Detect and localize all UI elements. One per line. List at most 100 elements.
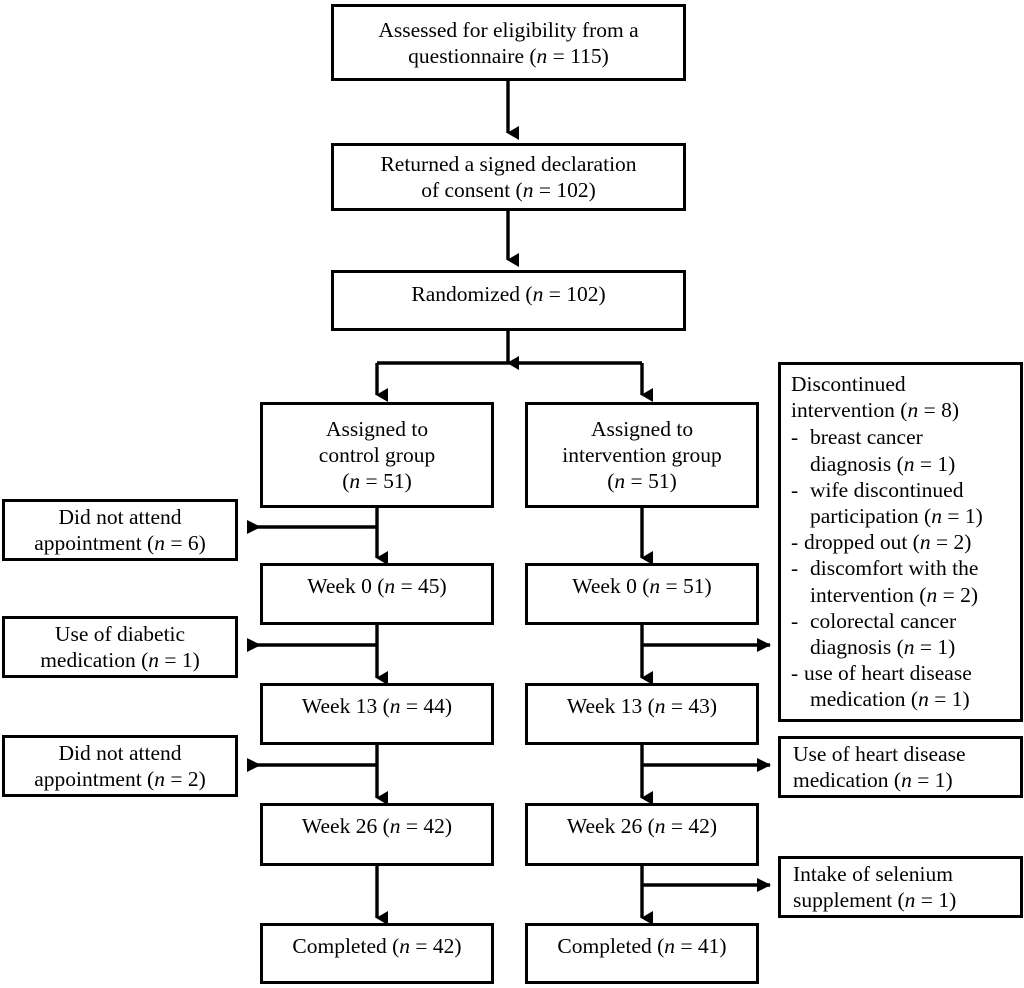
control-week0-value: 45: [418, 574, 440, 598]
assigned-intervention-eq: =: [625, 469, 649, 493]
exclusion3-line2-pre: appointment (: [34, 767, 155, 791]
exclusion3-value: 2: [187, 767, 199, 791]
n-symbol: n: [926, 582, 938, 607]
n-symbol: n: [389, 694, 401, 718]
node-control-week-0: Week 0 (n = 45): [260, 563, 494, 625]
intervention-week13-value: 43: [688, 694, 710, 718]
heart-disease-line2-post: ): [945, 768, 953, 792]
control-week26-eq: =: [400, 814, 424, 838]
reason-5-value: 1: [951, 687, 963, 712]
n-symbol: n: [918, 687, 929, 712]
exclusion3-line2-post: ): [198, 767, 206, 791]
reason-1-value: 1: [964, 504, 976, 529]
control-week13-post: ): [444, 694, 453, 718]
assigned-intervention-value: 51: [648, 469, 670, 493]
reason-3-line2-post: ): [970, 582, 978, 607]
n-symbol: n: [399, 934, 411, 958]
intervention-week26-eq: =: [665, 814, 689, 838]
control-week26-pre: Week 26 (: [301, 814, 390, 838]
reason-2-line1-post: ): [964, 530, 972, 555]
intervention-completed-eq: =: [675, 934, 698, 958]
n-symbol: n: [907, 398, 919, 423]
node-intervention-week-26: Week 26 (n = 42): [525, 803, 759, 866]
intervention-week0-pre: Week 0 (: [572, 574, 650, 598]
reason-1-line2-pre: participation (: [810, 504, 932, 529]
reason-0-line2-pre: diagnosis (: [810, 451, 904, 476]
selenium-value: 1: [938, 888, 950, 912]
node-randomized: Randomized (n = 102): [331, 270, 686, 331]
exclusion2-line2-pre: medication (: [40, 648, 149, 672]
bullet-dash: -: [791, 425, 799, 450]
node-control-week-26: Week 26 (n = 42): [260, 803, 494, 866]
assigned-intervention-post: ): [669, 469, 677, 493]
randomized-value: 102: [566, 282, 599, 306]
discontinued-eq: =: [918, 398, 942, 423]
intervention-week13-pre: Week 13 (: [566, 694, 655, 718]
n-symbol: n: [384, 574, 396, 598]
list-item: - discomfort with the intervention (n = …: [791, 555, 1012, 607]
node-assigned-control-group: Assigned to control group (n = 51): [260, 402, 494, 508]
control-completed-post: ): [454, 934, 462, 958]
reason-3-value: 2: [960, 582, 971, 607]
node-assigned-intervention-group: Assigned to intervention group (n = 51): [525, 402, 759, 508]
n-symbol: n: [154, 767, 165, 791]
exclusion1-value: 6: [187, 531, 199, 555]
eligibility-line2-post: ): [601, 43, 609, 68]
n-symbol: n: [389, 814, 401, 838]
node-returned-consent: Returned a signed declaration of consent…: [331, 143, 686, 211]
node-exclusion-did-not-attend-week26: Did not attend appointment (n = 2): [2, 735, 238, 797]
bullet-dash: -: [791, 477, 799, 502]
assigned-intervention-line2: intervention group: [562, 443, 722, 467]
selenium-line1: Intake of selenium: [793, 862, 954, 886]
intervention-week13-post: ): [709, 694, 718, 718]
n-symbol: n: [904, 888, 916, 912]
exclusion3-eq: =: [164, 767, 188, 791]
eligibility-eq: =: [547, 43, 571, 68]
discontinued-head-value: 8: [941, 398, 952, 423]
reason-5-eq: =: [928, 687, 952, 712]
control-week13-eq: =: [400, 694, 424, 718]
intervention-week26-value: 42: [688, 814, 710, 838]
list-item: - dropped out (n = 2): [791, 529, 1012, 555]
assigned-intervention-line1: Assigned to: [590, 417, 694, 441]
assigned-intervention-pre: (: [607, 469, 615, 493]
heart-disease-line2-pre: medication (: [793, 768, 902, 792]
n-symbol: n: [536, 43, 548, 68]
assigned-control-pre: (: [342, 469, 350, 493]
reason-5-line1: use of heart disease: [804, 661, 972, 686]
exclusion2-eq: =: [159, 648, 182, 672]
bullet-dash: -: [791, 556, 799, 581]
consent-value: 102: [556, 178, 589, 202]
randomized-pre: Randomized (: [411, 282, 533, 306]
reason-1-line1: wife discontinued: [810, 477, 964, 502]
exclusion2-value: 1: [181, 648, 193, 672]
consent-eq: =: [533, 178, 557, 202]
reason-1-eq: =: [941, 504, 965, 529]
heart-disease-value: 1: [934, 768, 946, 792]
exclusion2-line1: Use of diabetic: [54, 622, 186, 646]
randomized-post: ): [598, 282, 606, 306]
node-control-week-13: Week 13 (n = 44): [260, 683, 494, 745]
reason-0-line1: breast cancer: [810, 425, 923, 450]
exclusion3-line1: Did not attend: [58, 741, 182, 765]
assigned-control-post: ): [404, 469, 412, 493]
node-discontinued-intervention: Discontinued intervention (n = 8) - brea…: [778, 362, 1023, 722]
consent-line1: Returned a signed declaration: [380, 152, 637, 176]
assigned-control-line1: Assigned to: [325, 417, 429, 441]
intervention-week26-post: ): [709, 814, 718, 838]
intervention-week13-eq: =: [665, 694, 689, 718]
n-symbol: n: [901, 768, 912, 792]
control-completed-value: 42: [432, 934, 455, 958]
bullet-dash: -: [791, 530, 799, 555]
exclusion1-eq: =: [164, 531, 188, 555]
n-symbol: n: [654, 814, 666, 838]
exclusion2-line2-post: ): [192, 648, 200, 672]
reason-0-line2-post: ): [948, 451, 956, 476]
reason-5-line2-pre: medication (: [810, 687, 919, 712]
reason-4-eq: =: [914, 635, 938, 660]
list-item: - use of heart disease medication (n = 1…: [791, 660, 1012, 712]
exclusion1-line1: Did not attend: [58, 505, 182, 529]
discontinued-reason-list: - breast cancer diagnosis ( n = 1) - wife…: [791, 424, 1012, 712]
reason-3-line1: discomfort with the: [810, 556, 979, 581]
list-item: - colorectal cancer diagnosis (n = 1): [791, 608, 1012, 660]
